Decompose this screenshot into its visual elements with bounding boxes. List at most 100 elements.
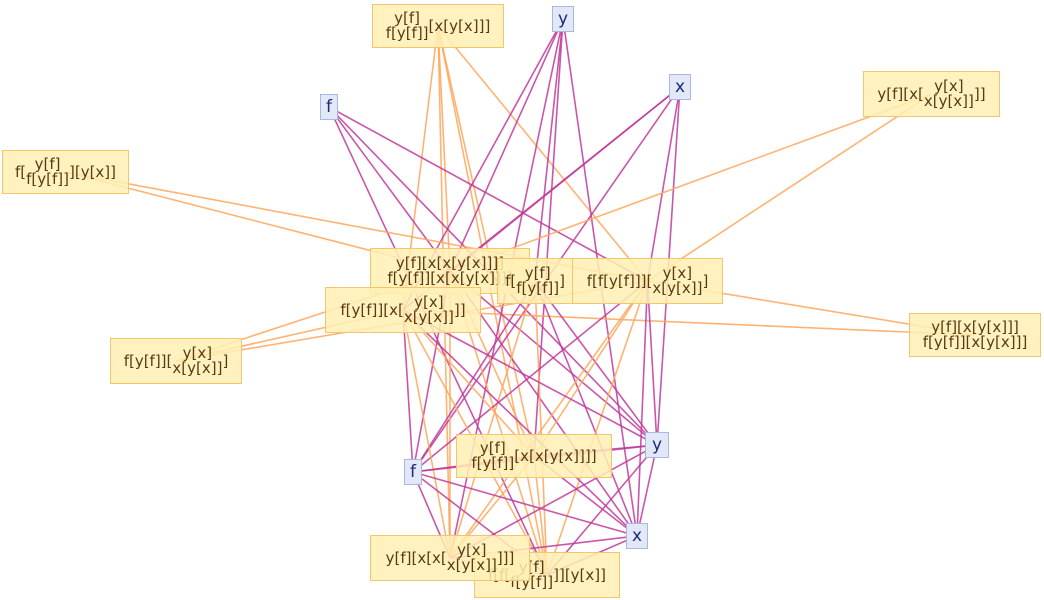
expression-node[interactable]: y[f]f[y[f]][x[y[x]]]	[372, 4, 504, 48]
node-label-line: y[f][x[x[y[x]]]]	[395, 254, 505, 272]
label-stack: y[f]f[y[f]]	[386, 11, 429, 41]
node-label: x	[631, 526, 643, 546]
node-label: ]][y[x]]	[553, 565, 606, 584]
graph-edge	[449, 18, 564, 272]
graph-edge	[328, 106, 548, 576]
expression-node[interactable]: f[f[y[f]]][y[x]x[y[x]]]	[572, 258, 723, 304]
graph-edge	[636, 444, 658, 537]
node-label: f[	[14, 162, 27, 181]
node-label-line: x[y[x]]	[652, 279, 703, 297]
label-stack: y[x]x[y[x]]	[447, 543, 497, 573]
expression-node[interactable]: y[f][x[x[y[x]x[y[x]]]]]	[370, 535, 530, 581]
label-stack: y[f][x[x[y[x]]]]f[y[f]][x[x[y[x]]]]	[387, 256, 512, 286]
expression-node[interactable]: f[y[f]f[y[f]]]	[497, 258, 573, 304]
node-label: f[y[f]][	[123, 351, 173, 370]
label-stack: y[x]x[y[x]]	[172, 346, 222, 376]
symbol-node[interactable]: x	[669, 74, 691, 100]
node-label-line: f[y[f]]	[385, 24, 429, 42]
node-label: ]]	[453, 300, 466, 319]
node-label-line: f[y[f]]	[26, 170, 69, 188]
node-label: y	[557, 9, 569, 29]
node-label-line: f[y[f]]	[471, 454, 515, 472]
symbol-node[interactable]: f	[404, 459, 422, 485]
node-label-line: x[y[x]]	[172, 359, 223, 377]
node-label: ]]]	[496, 548, 515, 567]
graph-edge	[449, 280, 649, 559]
expression-node[interactable]: y[f][x[y[x]x[y[x]]]]	[863, 71, 1000, 117]
label-stack: y[f]f[y[f]]	[516, 266, 559, 296]
graph-edge	[402, 309, 638, 537]
node-label-line: y[x]	[457, 541, 487, 559]
node-label: y	[651, 435, 663, 455]
expression-node[interactable]: y[f][x[y[x]]]f[y[f]][x[y[x]]]	[909, 313, 1041, 357]
symbol-node[interactable]: f	[320, 94, 338, 120]
symbol-node[interactable]: y	[552, 6, 574, 32]
label-stack: y[x]x[y[x]]	[652, 266, 702, 296]
expression-node[interactable]: f[y[f]][y[x]x[y[x]]]	[110, 338, 242, 384]
graph-edge	[636, 280, 649, 537]
graph-edge	[646, 280, 658, 446]
graph-edge	[328, 106, 451, 272]
graph-edge	[533, 280, 649, 457]
node-label-line: x[y[x]]	[923, 92, 974, 110]
graph-edge	[402, 309, 451, 559]
graph-edge	[402, 309, 976, 336]
expression-node[interactable]: y[f]f[y[f]][x[x[y[x]]]]	[456, 434, 612, 478]
label-stack: y[f]f[y[f]]	[26, 157, 69, 187]
graph-edge	[328, 106, 648, 282]
graph-edge	[449, 93, 932, 272]
expression-node[interactable]: f[y[f]][x[y[x]x[y[x]]]]	[325, 287, 481, 333]
node-label-line: x[y[x]]	[446, 556, 497, 574]
graph-edge	[412, 280, 649, 473]
node-label: f[y[f]][x[	[340, 300, 404, 319]
label-stack: y[x]x[y[x]]	[924, 79, 974, 109]
label-stack: y[f][x[y[x]]]f[y[f]][x[y[x]]]	[923, 320, 1028, 350]
node-label: f	[410, 462, 416, 482]
node-label-line: y[x]	[662, 264, 693, 282]
node-label-line: y[f]	[524, 264, 551, 282]
node-label: ]	[702, 271, 709, 290]
node-label: ][y[x]]	[68, 162, 116, 181]
graph-edge	[534, 280, 548, 576]
node-label-line: f[y[f]][x[y[x]]]	[922, 333, 1028, 351]
graph-edge	[437, 25, 649, 282]
graph-edge	[412, 280, 536, 473]
label-stack: y[f]f[y[f]]	[471, 441, 514, 471]
graph-edge	[546, 280, 649, 576]
node-label-line: x[y[x]]	[403, 308, 454, 326]
graph-edge	[412, 471, 638, 537]
graph-edge	[402, 309, 414, 473]
symbol-node[interactable]: y	[645, 432, 669, 458]
node-label-line: f[y[f]]	[516, 279, 560, 297]
expression-node[interactable]: f[y[f]f[y[f]]][y[x]]	[2, 150, 129, 194]
node-label: f[f[y[f]]][	[586, 271, 653, 290]
node-label-line: y[x]	[182, 344, 213, 362]
node-label: ]	[222, 351, 229, 370]
symbol-node[interactable]: x	[626, 523, 648, 549]
graph-edge	[534, 280, 658, 446]
graph-edge	[646, 86, 681, 282]
node-label-line: y[f][x[y[x]]]	[931, 318, 1019, 336]
graph-edge	[437, 25, 548, 576]
graph-edge	[534, 280, 638, 537]
node-label: [x[y[x]]]	[428, 16, 491, 35]
node-label-line: y[f]	[479, 439, 506, 457]
graph-edge	[437, 25, 535, 457]
node-label: ]	[559, 271, 565, 290]
node-label: x	[674, 77, 686, 97]
node-label: [x[x[y[x]]]]	[514, 446, 597, 465]
node-label: y[f][x[x[	[385, 548, 447, 567]
graph-edge	[449, 270, 638, 537]
node-label-line: y[f]	[394, 9, 421, 27]
graph-edge	[647, 93, 932, 282]
node-label: ]]	[973, 84, 986, 103]
graph-edge	[402, 309, 535, 457]
node-label-line: f[y[f]][x[x[y[x]]]]	[387, 269, 513, 287]
node-label: f[	[505, 271, 517, 290]
node-label-line: y[x]	[934, 77, 964, 95]
node-label-line: y[f]	[34, 155, 61, 173]
node-label: y[f][x[	[877, 84, 924, 103]
label-stack: y[x]x[y[x]]	[404, 295, 454, 325]
node-label-line: y[x]	[414, 293, 444, 311]
